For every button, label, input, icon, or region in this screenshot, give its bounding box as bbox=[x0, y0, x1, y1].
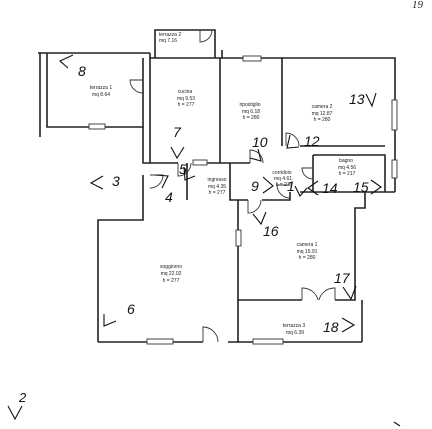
svg-text:bagno: bagno bbox=[339, 158, 353, 164]
room-label-camera-2: camera 2 mq 12.87 h = 280 bbox=[312, 104, 333, 123]
svg-text:mq 22.02: mq 22.02 bbox=[161, 271, 182, 277]
doors bbox=[129, 29, 336, 343]
view-marker-6: 6 bbox=[103, 301, 135, 327]
view-marker-17: 16 bbox=[252, 211, 279, 239]
view-marker-8: 7 bbox=[170, 124, 185, 160]
windows bbox=[88, 55, 398, 345]
room-label-terrazza-2: terrazza 2 mq 7.16 bbox=[159, 32, 181, 44]
svg-text:cucina: cucina bbox=[178, 89, 193, 95]
room-label-terrazza-1: terrazza 1 mq 8.64 bbox=[90, 85, 112, 98]
svg-text:7: 7 bbox=[173, 124, 182, 140]
corner-tick bbox=[393, 421, 401, 427]
svg-text:9: 9 bbox=[251, 178, 259, 194]
svg-text:10: 10 bbox=[252, 134, 268, 150]
view-marker-13: 12 bbox=[286, 133, 320, 149]
svg-text:terrazza 1: terrazza 1 bbox=[90, 85, 112, 91]
room-label-camera-1: camera 1 mq 15.91 h = 280 bbox=[297, 242, 318, 261]
view-marker-4: 4 bbox=[154, 174, 173, 205]
svg-text:h = 277: h = 277 bbox=[178, 102, 195, 108]
view-marker-9: 8 bbox=[58, 54, 86, 79]
room-label-terrazza-3: terrazza 3 mq 6.39 bbox=[283, 323, 305, 336]
room-label-cucina: cucina mq 9.53 h = 277 bbox=[177, 89, 195, 108]
corner-marker: 2 bbox=[7, 390, 27, 421]
svg-text:h = 277: h = 277 bbox=[209, 190, 226, 196]
view-marker-10: 9 bbox=[251, 176, 274, 194]
svg-text:mq 6.39: mq 6.39 bbox=[286, 330, 304, 336]
room-label-soggiorno: soggiorno mq 22.02 h = 277 bbox=[160, 264, 182, 284]
svg-text:h = 280: h = 280 bbox=[314, 117, 331, 123]
view-marker-18: 17 bbox=[334, 270, 357, 301]
svg-text:h = 280: h = 280 bbox=[243, 115, 260, 121]
svg-text:mq 6.18: mq 6.18 bbox=[242, 109, 260, 115]
svg-text:mq 9.53: mq 9.53 bbox=[177, 96, 195, 102]
svg-text:mq 4.61: mq 4.61 bbox=[274, 176, 292, 182]
view-marker-5: 5 bbox=[179, 161, 196, 181]
svg-text:soggiorno: soggiorno bbox=[160, 264, 182, 270]
svg-text:ripostiglio: ripostiglio bbox=[239, 102, 260, 108]
svg-text:1: 1 bbox=[287, 178, 295, 194]
svg-text:mq 4.35: mq 4.35 bbox=[208, 184, 226, 190]
room-label-ripostiglio: ripostiglio mq 6.18 h = 280 bbox=[239, 102, 260, 121]
view-marker-7: 18 bbox=[323, 317, 356, 335]
room-label-bagno: bagno mq 4.56 h = 217 bbox=[338, 158, 356, 177]
svg-text:12: 12 bbox=[304, 133, 320, 149]
svg-text:mq 12.87: mq 12.87 bbox=[312, 111, 333, 117]
svg-text:mq 8.64: mq 8.64 bbox=[92, 92, 110, 98]
svg-text:5: 5 bbox=[179, 161, 187, 177]
svg-text:15: 15 bbox=[353, 179, 369, 195]
svg-text:terrazza 2: terrazza 2 bbox=[159, 32, 181, 38]
svg-text:camera 2: camera 2 bbox=[312, 104, 333, 110]
page-number: 19 bbox=[412, 0, 424, 11]
room-label-ingresso: ingresso mq 4.35 h = 277 bbox=[208, 177, 227, 196]
svg-text:h = 280: h = 280 bbox=[299, 255, 316, 261]
view-marker-12: 10 bbox=[249, 134, 268, 162]
svg-text:terrazza 3: terrazza 3 bbox=[283, 323, 305, 329]
svg-text:14: 14 bbox=[322, 180, 338, 196]
svg-text:ingresso: ingresso bbox=[208, 177, 227, 183]
svg-text:mq 4.56: mq 4.56 bbox=[338, 165, 356, 171]
view-marker-1: 1 bbox=[287, 178, 308, 197]
svg-text:17: 17 bbox=[334, 270, 351, 286]
view-marker-14: 13 bbox=[349, 91, 377, 108]
view-marker-3: 3 bbox=[89, 173, 120, 190]
svg-text:corridoio: corridoio bbox=[272, 170, 291, 176]
svg-text:h = 217: h = 217 bbox=[339, 171, 356, 177]
svg-text:2: 2 bbox=[18, 390, 27, 405]
svg-text:8: 8 bbox=[78, 63, 86, 79]
view-marker-16: 15 bbox=[353, 179, 382, 195]
svg-text:mq 15.91: mq 15.91 bbox=[297, 249, 318, 255]
svg-text:h = 277: h = 277 bbox=[163, 278, 180, 284]
svg-text:18: 18 bbox=[323, 319, 339, 335]
svg-text:6: 6 bbox=[127, 301, 135, 317]
svg-text:13: 13 bbox=[349, 91, 365, 107]
svg-text:16: 16 bbox=[263, 223, 279, 239]
walls bbox=[38, 29, 396, 343]
svg-text:h = 277: h = 277 bbox=[276, 182, 293, 188]
svg-text:3: 3 bbox=[112, 173, 120, 189]
room-label-corridoio: corridoio mq 4.61 h = 277 bbox=[272, 170, 292, 188]
view-marker-15: 14 bbox=[307, 180, 338, 196]
svg-text:mq 7.16: mq 7.16 bbox=[159, 38, 177, 44]
svg-text:camera 1: camera 1 bbox=[297, 242, 318, 248]
svg-text:4: 4 bbox=[165, 189, 173, 205]
